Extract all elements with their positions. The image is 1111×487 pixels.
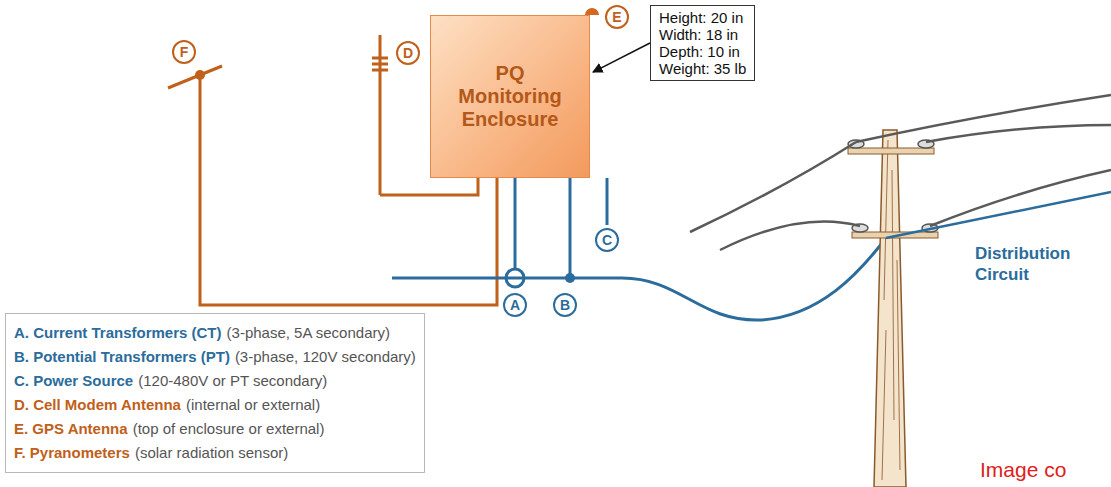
dimension-text: Height: 20 in — [659, 9, 746, 26]
part-note: (top of enclosure or external) — [133, 420, 325, 437]
enclosure-box: PQ Monitoring Enclosure — [430, 15, 590, 178]
circuit-label: Distribution Circuit — [975, 243, 1065, 285]
callout-letter: F — [172, 40, 196, 64]
callout-letter: F — [180, 44, 189, 60]
legend-line: E. GPS Antenna (top of enclosure or exter… — [14, 417, 416, 441]
dimension-text: Depth: 10 in — [659, 43, 746, 60]
part-name: C. Power Source — [14, 372, 133, 389]
legend-line: C. Power Source (120-480V or PT secondary… — [14, 369, 416, 393]
legend-line: F. Pyranometers (solar radiation sensor) — [14, 441, 416, 465]
legend-box: A. Current Transformers (CT) (3-phase, 5A… — [5, 313, 425, 473]
part-name: F. Pyranometers — [14, 444, 130, 461]
part-name: A. Current Transformers (CT) — [14, 324, 222, 341]
callout-letter: C — [595, 228, 619, 252]
part-note: (solar radiation sensor) — [135, 444, 288, 461]
callout-letter: E — [605, 5, 629, 29]
dimension-box: Height: 20 inWidth: 18 inDepth: 10 inWei… — [650, 5, 755, 81]
gps-antenna — [585, 8, 599, 15]
callout-letter: D — [396, 41, 420, 65]
callout-letter: C — [602, 232, 612, 248]
dimension-text: Width: 18 in — [659, 26, 746, 43]
callout-letter: E — [612, 9, 621, 25]
current-transformer — [506, 269, 524, 287]
dimension-text: Weight: 35 lb — [659, 60, 746, 77]
callout-letter: B — [560, 297, 570, 313]
credit-text: Image co — [980, 458, 1110, 482]
callout-letter: A — [503, 293, 527, 317]
service-wire — [886, 192, 1111, 238]
part-note: (internal or external) — [186, 396, 320, 413]
legend-line: D. Cell Modem Antenna (internal or extern… — [14, 393, 416, 417]
part-name: D. Cell Modem Antenna — [14, 396, 181, 413]
enclosure-title: PQ Monitoring Enclosure — [444, 62, 576, 131]
pointer-arrow — [593, 43, 650, 72]
potential-transformer — [565, 273, 575, 283]
pyranometer-head — [195, 70, 205, 80]
callout-letter: B — [553, 293, 577, 317]
measurement-wiring — [392, 178, 886, 320]
legend-line: B. Potential Transformers (PT) (3-phase, … — [14, 345, 416, 369]
callout-letter: D — [403, 45, 413, 61]
callout-letter: A — [510, 297, 520, 313]
overhead-wires — [690, 95, 1111, 250]
utility-pole — [848, 130, 938, 487]
part-name: E. GPS Antenna — [14, 420, 128, 437]
legend-line: A. Current Transformers (CT) (3-phase, 5A… — [14, 321, 416, 345]
part-name: B. Potential Transformers (PT) — [14, 348, 230, 365]
part-note: (3-phase, 120V secondary) — [235, 348, 416, 365]
part-note: (120-480V or PT secondary) — [138, 372, 327, 389]
part-note: (3-phase, 5A secondary) — [227, 324, 390, 341]
